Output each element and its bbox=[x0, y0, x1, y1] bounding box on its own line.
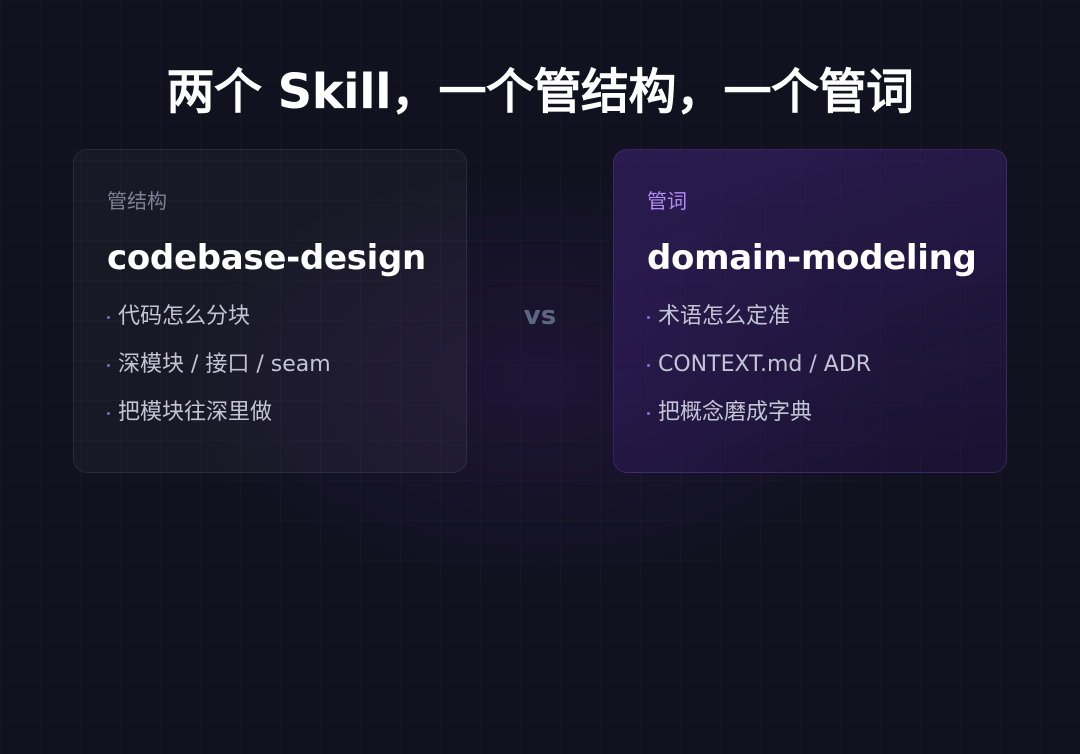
list-item: 代码怎么分块 bbox=[107, 302, 466, 332]
list-item-text: 把模块往深里做 bbox=[118, 400, 273, 425]
bullet-dot-icon bbox=[647, 363, 650, 367]
list-item-text: 把概念磨成字典 bbox=[658, 400, 813, 425]
list-item: 把概念磨成字典 bbox=[647, 398, 1006, 428]
card-tag: 管结构 bbox=[107, 189, 167, 213]
bullet-dot-icon bbox=[647, 411, 650, 415]
list-item-text: 代码怎么分块 bbox=[118, 304, 251, 329]
list-item-text: CONTEXT.md / ADR bbox=[658, 352, 872, 377]
bullet-dot-icon bbox=[647, 315, 650, 319]
list-item-text: 术语怎么定准 bbox=[658, 304, 791, 329]
skill-card-domain-modeling: 管词 domain-modeling 术语怎么定准 CONTEXT.md / A… bbox=[613, 149, 1007, 473]
skill-card-codebase-design: 管结构 codebase-design 代码怎么分块 深模块 / 接口 / se… bbox=[73, 149, 467, 473]
card-feature-list: 代码怎么分块 深模块 / 接口 / seam 把模块往深里做 bbox=[107, 302, 466, 428]
card-feature-list: 术语怎么定准 CONTEXT.md / ADR 把概念磨成字典 bbox=[647, 302, 1006, 428]
list-item-text: 深模块 / 接口 / seam bbox=[118, 352, 331, 377]
page-title: 两个 Skill，一个管结构，一个管词 bbox=[166, 64, 914, 120]
list-item: CONTEXT.md / ADR bbox=[647, 350, 1006, 380]
card-skill-name: codebase-design bbox=[107, 238, 426, 278]
list-item: 术语怎么定准 bbox=[647, 302, 1006, 332]
card-tag: 管词 bbox=[647, 189, 687, 213]
versus-label: vs bbox=[523, 301, 557, 331]
bullet-dot-icon bbox=[107, 411, 110, 415]
card-skill-name: domain-modeling bbox=[647, 238, 977, 278]
list-item: 把模块往深里做 bbox=[107, 398, 466, 428]
list-item: 深模块 / 接口 / seam bbox=[107, 350, 466, 380]
bullet-dot-icon bbox=[107, 315, 110, 319]
bullet-dot-icon bbox=[107, 363, 110, 367]
